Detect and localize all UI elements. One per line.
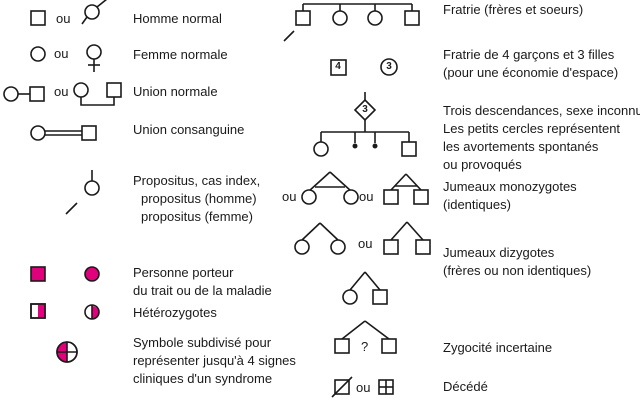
normal-union-label: Union normale [133,84,218,99]
sibship-label: Fratrie (frères et soeurs) [443,2,584,17]
or-label: ou [56,11,71,26]
or-label: ou [359,189,374,204]
descendants-line-1: Trois descendances, sexe inconnu [443,103,640,118]
normal-woman-label: Femme normale [133,47,228,62]
or-label: ou [356,380,371,395]
carrier-line-2: du trait ou de la maladie [133,283,272,298]
deceased-symbols [331,376,394,398]
carrier-symbols [30,266,100,282]
count-girls-label: 3 [386,61,392,72]
abortions-line-1: Les petits cercles représentent [443,121,621,136]
sibship-count-label: Fratrie de 4 garçons et 3 filles (pour u… [443,46,618,82]
dz-twins-line-2: (frères ou non identiques) [443,263,592,278]
heterozygote-symbols [30,303,100,320]
uncertain-zygosity-symbol [334,320,397,354]
abortions-symbol [313,120,417,157]
dz-twins-label: Jumeaux dizygotes (frères ou non identiq… [443,244,591,280]
dz-twins-line-1: Jumeaux dizygotes [443,245,555,260]
subdivided-line-2: représenter jusqu'à 4 signes [133,353,296,368]
mz-twins-line-2: (identiques) [443,197,511,212]
heterozygotes-label: Hétérozygotes [133,305,217,320]
sibship-count-symbol [330,58,398,76]
or-label: ou [282,189,297,204]
descendants-abortions-label: Trois descendances, sexe inconnu Les pet… [443,102,640,174]
propositus-label: Propositus, cas index, propositus (homme… [133,172,260,226]
propositus-symbol [65,170,100,215]
or-label: ou [358,236,373,251]
abortions-line-2: les avortements spontanés [443,139,599,154]
normal-man-label: Homme normal [133,11,222,26]
carrier-line-1: Personne porteur [133,265,234,280]
sibship-count-line-1: Fratrie de 4 garçons et 3 filles [443,47,615,62]
deceased-label: Décédé [443,379,488,394]
question-mark: ? [361,339,369,354]
propositus-line-1: Propositus, cas index, [133,173,261,188]
propositus-line-3: propositus (femme) [141,209,253,224]
normal-man-symbols [30,0,108,26]
mz-twins-symbol [301,171,429,205]
or-label: ou [54,84,69,99]
count-unknown-label: 3 [362,104,368,115]
sibship-symbol [283,3,420,42]
subdivided-line-1: Symbole subdivisé pour [133,335,272,350]
subdivided-line-3: cliniques d'un syndrome [133,371,273,386]
consanguineous-union-symbol [30,125,97,141]
abortions-line-3: ou provoqués [443,157,522,172]
mz-twins-label: Jumeaux monozygotes (identiques) [443,178,577,214]
sibship-count-line-2: (pour une économie d'espace) [443,65,619,80]
subdivided-label: Symbole subdivisé pour représenter jusqu… [133,334,296,388]
propositus-line-2: propositus (homme) [141,191,257,206]
normal-woman-symbols [30,44,102,72]
uncertain-zygosity-label: Zygocité incertaine [443,340,553,355]
consanguineous-union-label: Union consanguine [133,122,245,137]
count-boys-label: 4 [335,61,341,72]
carrier-label: Personne porteur du trait ou de la malad… [133,264,272,300]
normal-union-symbols [3,82,122,106]
dz-twins-symbol [294,221,431,305]
subdivided-symbol [56,341,78,363]
mz-twins-line-1: Jumeaux monozygotes [443,179,577,194]
or-label: ou [54,46,69,61]
